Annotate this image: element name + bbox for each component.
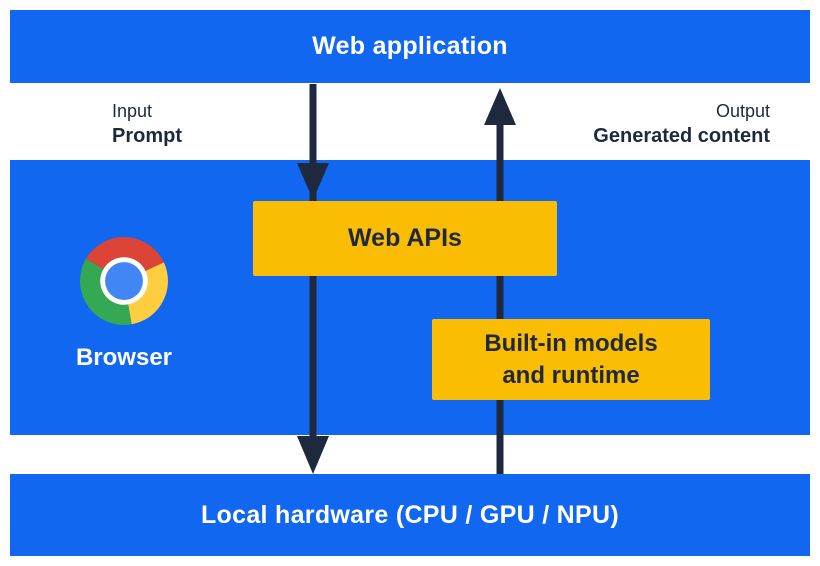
local-hardware-bar: Local hardware (CPU / GPU / NPU) [10,474,810,556]
up-arrowhead-top [484,88,516,125]
web-application-label: Web application [312,32,508,60]
local-hardware-label: Local hardware (CPU / GPU / NPU) [200,500,619,529]
input-value: Prompt [112,125,182,147]
output-value: Generated content [593,125,770,147]
builtin-models-label-line1: Built-in models [484,329,658,357]
input-title: Input [112,101,153,121]
builtin-models-label-line2: and runtime [502,361,640,389]
input-label-group: Input Prompt [112,100,182,150]
browser-label: Browser [75,344,173,371]
output-title: Output [715,101,770,121]
chrome-browser-icon [80,237,168,325]
down-arrowhead-mid [297,163,329,200]
web-apis-label: Web APIs [348,224,462,252]
builtin-models-box: Built-in models and runtime [432,319,710,400]
chrome-blue-center [105,262,143,300]
down-arrowhead-bottom [297,436,329,474]
output-label-group: Output Generated content [593,100,770,150]
web-application-bar: Web application [10,10,810,83]
web-apis-box: Web APIs [253,201,557,276]
